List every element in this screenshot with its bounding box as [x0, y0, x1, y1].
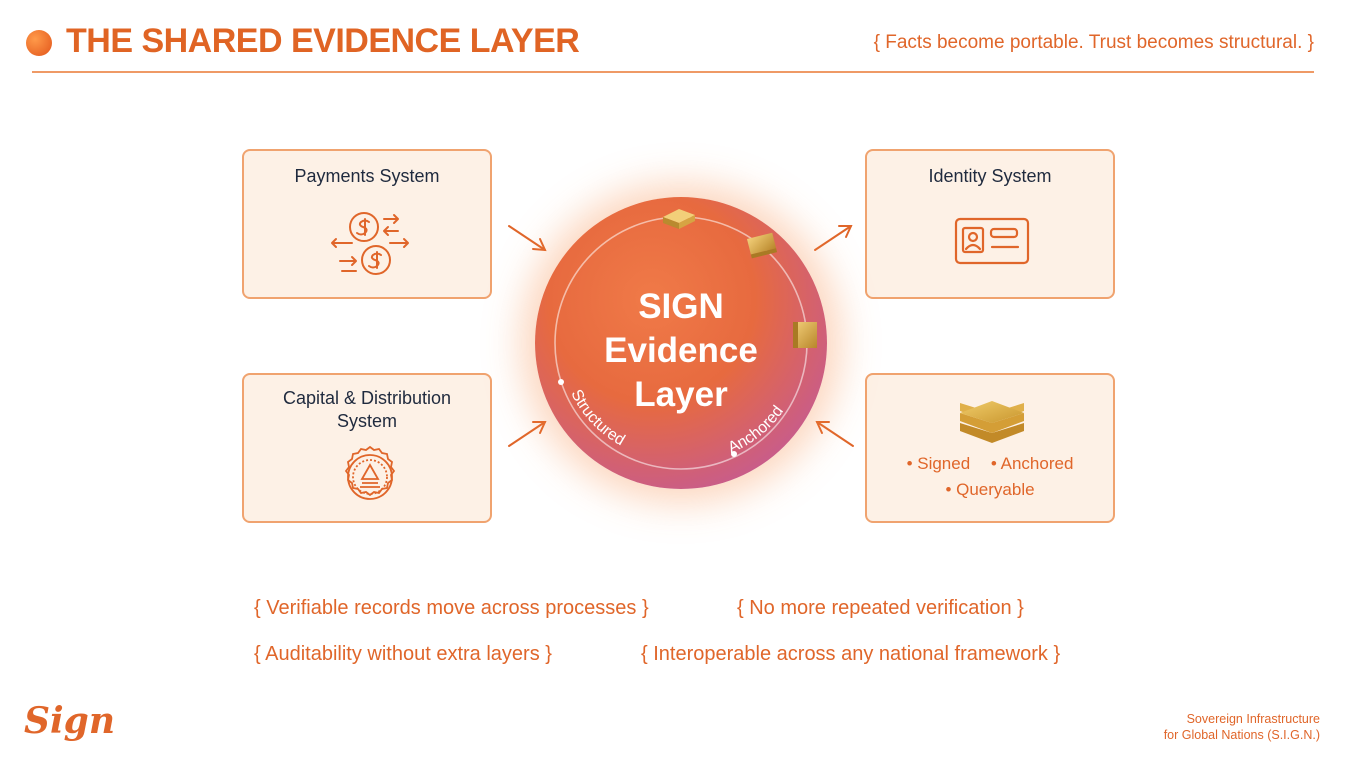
hub-title-line1: SIGN: [638, 287, 724, 326]
note-interoperable: { Interoperable across any national fram…: [641, 643, 1061, 665]
property-queryable: • Queryable: [945, 480, 1035, 499]
identity-system-label: Identity System: [928, 166, 1052, 186]
orbit-dot-right: [731, 451, 737, 457]
note-auditability: { Auditability without extra layers }: [254, 643, 552, 665]
properties-row-1: • Signed • Anchored: [867, 454, 1113, 474]
payments-system-label: Payments System: [294, 166, 440, 186]
arrow-payments-to-hub: [508, 225, 547, 252]
page-title: THE SHARED EVIDENCE LAYER: [66, 22, 580, 60]
identity-system-card: Identity System: [865, 149, 1115, 299]
property-anchored: • Anchored: [990, 454, 1074, 473]
hub-title-line2: Evidence: [604, 331, 758, 370]
sign-logo: Sign: [24, 700, 116, 742]
hub-orbit-ring: Structured Anchored: [554, 209, 817, 470]
gold-cube-2: [747, 232, 778, 259]
gold-cube-3: [793, 322, 817, 348]
header-divider: [32, 71, 1314, 73]
properties-row-2: • Queryable: [867, 480, 1113, 500]
orbit-dot-left: [558, 379, 564, 385]
hub-title: SIGN Evidence Layer: [535, 285, 827, 417]
gold-cube-1: [663, 209, 695, 229]
payments-system-card: Payments System: [242, 149, 492, 299]
arrow-hub-to-identity: [814, 225, 853, 251]
footer-line2: for Global Nations (S.I.G.N.): [1163, 728, 1320, 742]
header-tagline: { Facts become portable. Trust becomes s…: [873, 32, 1314, 53]
note-no-repeated-verification: { No more repeated verification }: [737, 597, 1024, 619]
header-dot-icon: [26, 30, 52, 56]
currency-exchange-icon: [331, 212, 409, 275]
capital-label-line1: Capital & Distribution: [282, 388, 452, 408]
hub-title-line3: Layer: [634, 375, 728, 414]
capital-label-line2: System: [336, 411, 397, 431]
property-signed: • Signed: [906, 454, 971, 473]
id-card-icon: [954, 217, 1030, 265]
footer-line1: Sovereign Infrastructure: [1186, 712, 1320, 726]
stacked-layers-icon: [960, 401, 1024, 443]
note-verifiable-records: { Verifiable records move across process…: [254, 597, 649, 619]
evidence-properties-card: • Signed • Anchored • Queryable: [865, 373, 1115, 523]
arrow-properties-to-hub: [815, 421, 854, 447]
footer-caption: Sovereign Infrastructure for Global Nati…: [1164, 711, 1320, 743]
arrow-capital-to-hub: [508, 421, 547, 447]
sign-evidence-layer-hub: Structured Anchored SIGN Evidence Layer: [535, 197, 827, 489]
seal-stamp-icon: [344, 445, 396, 500]
capital-distribution-card: Capital & Distribution System: [242, 373, 492, 523]
